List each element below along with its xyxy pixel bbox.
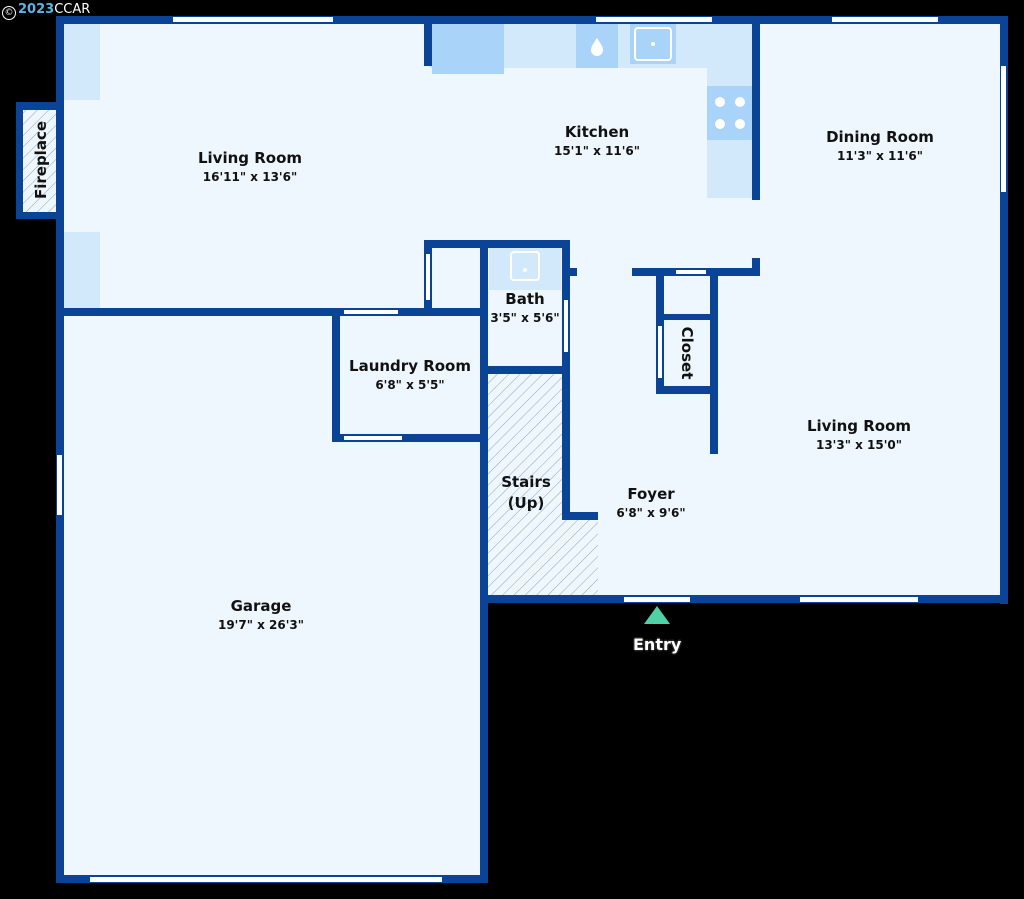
copyright-notice: ©2023CCAR [2, 2, 90, 20]
bath-sink-icon [489, 248, 561, 290]
room-label-garage: Garage 19'7" x 26'3" [218, 597, 304, 632]
svg-text:Garage: Garage [231, 597, 292, 615]
room-label-kitchen: Kitchen 15'1" x 11'6" [554, 123, 640, 158]
room-label-bath: Bath 3'5" x 5'6" [490, 290, 559, 325]
svg-text:15'1" x 11'6": 15'1" x 11'6" [554, 144, 640, 158]
svg-text:3'5" x 5'6": 3'5" x 5'6" [490, 311, 559, 325]
svg-text:6'8" x 9'6": 6'8" x 9'6" [616, 506, 685, 520]
svg-text:Kitchen: Kitchen [565, 123, 629, 141]
built-in-shelves [64, 22, 100, 308]
svg-text:Foyer: Foyer [627, 485, 675, 503]
windows [57, 17, 1006, 882]
kitchen-counters [430, 22, 752, 198]
closet-label: Closet [678, 327, 696, 380]
copyright-icon: © [2, 6, 16, 20]
svg-text:6'8" x 5'5": 6'8" x 5'5" [375, 378, 444, 392]
svg-text:11'3" x 11'6": 11'3" x 11'6" [837, 149, 923, 163]
room-label-living-room-west: Living Room 16'11" x 13'6" [198, 149, 302, 184]
room-label-foyer: Foyer 6'8" x 9'6" [616, 485, 685, 520]
room-label-dining-room: Dining Room 11'3" x 11'6" [826, 128, 934, 163]
svg-text:(Up): (Up) [508, 494, 545, 512]
svg-text:Dining Room: Dining Room [826, 128, 934, 146]
room-label-living-room-east: Living Room 13'3" x 15'0" [807, 417, 911, 452]
fireplace-label: Fireplace [32, 121, 50, 199]
svg-text:Stairs: Stairs [501, 473, 551, 491]
svg-text:Living Room: Living Room [807, 417, 911, 435]
stove-icon [715, 97, 745, 129]
svg-text:Bath: Bath [505, 290, 544, 308]
floor-areas [62, 20, 1006, 880]
fireplace [16, 102, 60, 219]
svg-text:Laundry Room: Laundry Room [349, 357, 471, 375]
svg-text:Living Room: Living Room [198, 149, 302, 167]
kitchen-sink-icon [630, 24, 676, 64]
svg-text:16'11" x 13'6": 16'11" x 13'6" [203, 170, 297, 184]
svg-text:19'7" x 26'3": 19'7" x 26'3" [218, 618, 304, 632]
stairs [488, 374, 598, 595]
entry-label: Entry [633, 635, 682, 654]
stairs-label: Stairs (Up) [501, 473, 551, 512]
water-drop-icon [591, 38, 603, 56]
copyright-owner: CCAR [54, 2, 91, 17]
svg-text:13'3" x 15'0": 13'3" x 15'0" [816, 438, 902, 452]
entry-arrow-icon [644, 606, 670, 624]
room-label-laundry-room: Laundry Room 6'8" x 5'5" [349, 357, 471, 392]
copyright-year: 2023 [18, 2, 55, 17]
